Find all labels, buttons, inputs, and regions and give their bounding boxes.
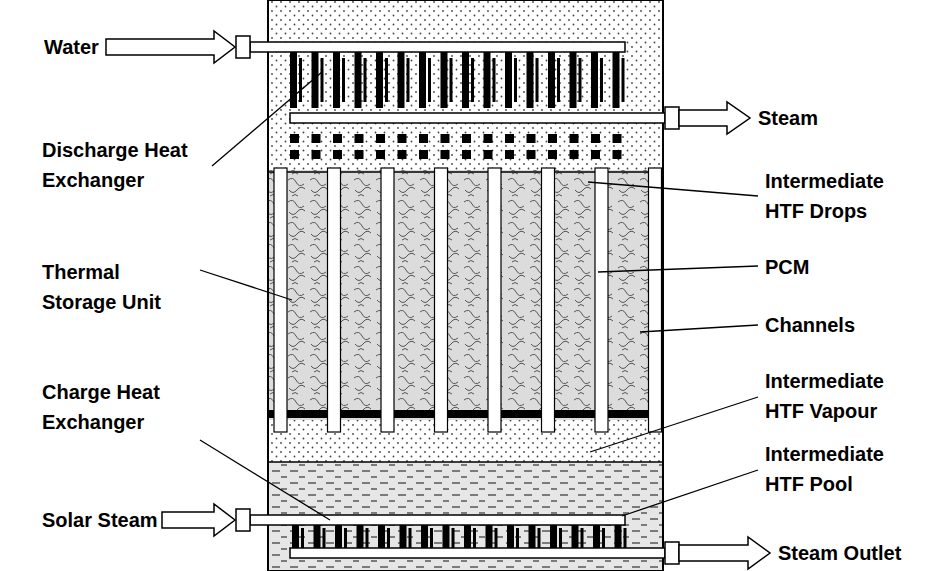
- part-label: Solar Steam: [42, 505, 158, 535]
- part-label: Channels: [765, 310, 855, 340]
- part-label: Charge Heat Exchanger: [42, 377, 182, 437]
- part-label: Thermal Storage Unit: [42, 257, 182, 317]
- part-label: Steam Outlet: [778, 538, 901, 568]
- part-label: PCM: [765, 252, 809, 282]
- part-label: Steam: [758, 103, 818, 133]
- part-label: Intermediate HTF Drops: [765, 166, 900, 226]
- part-label: Discharge Heat Exchanger: [42, 135, 202, 195]
- part-label: Intermediate HTF Pool: [765, 439, 900, 499]
- part-label: Intermediate HTF Vapour: [765, 366, 900, 426]
- part-label: Water: [44, 32, 99, 62]
